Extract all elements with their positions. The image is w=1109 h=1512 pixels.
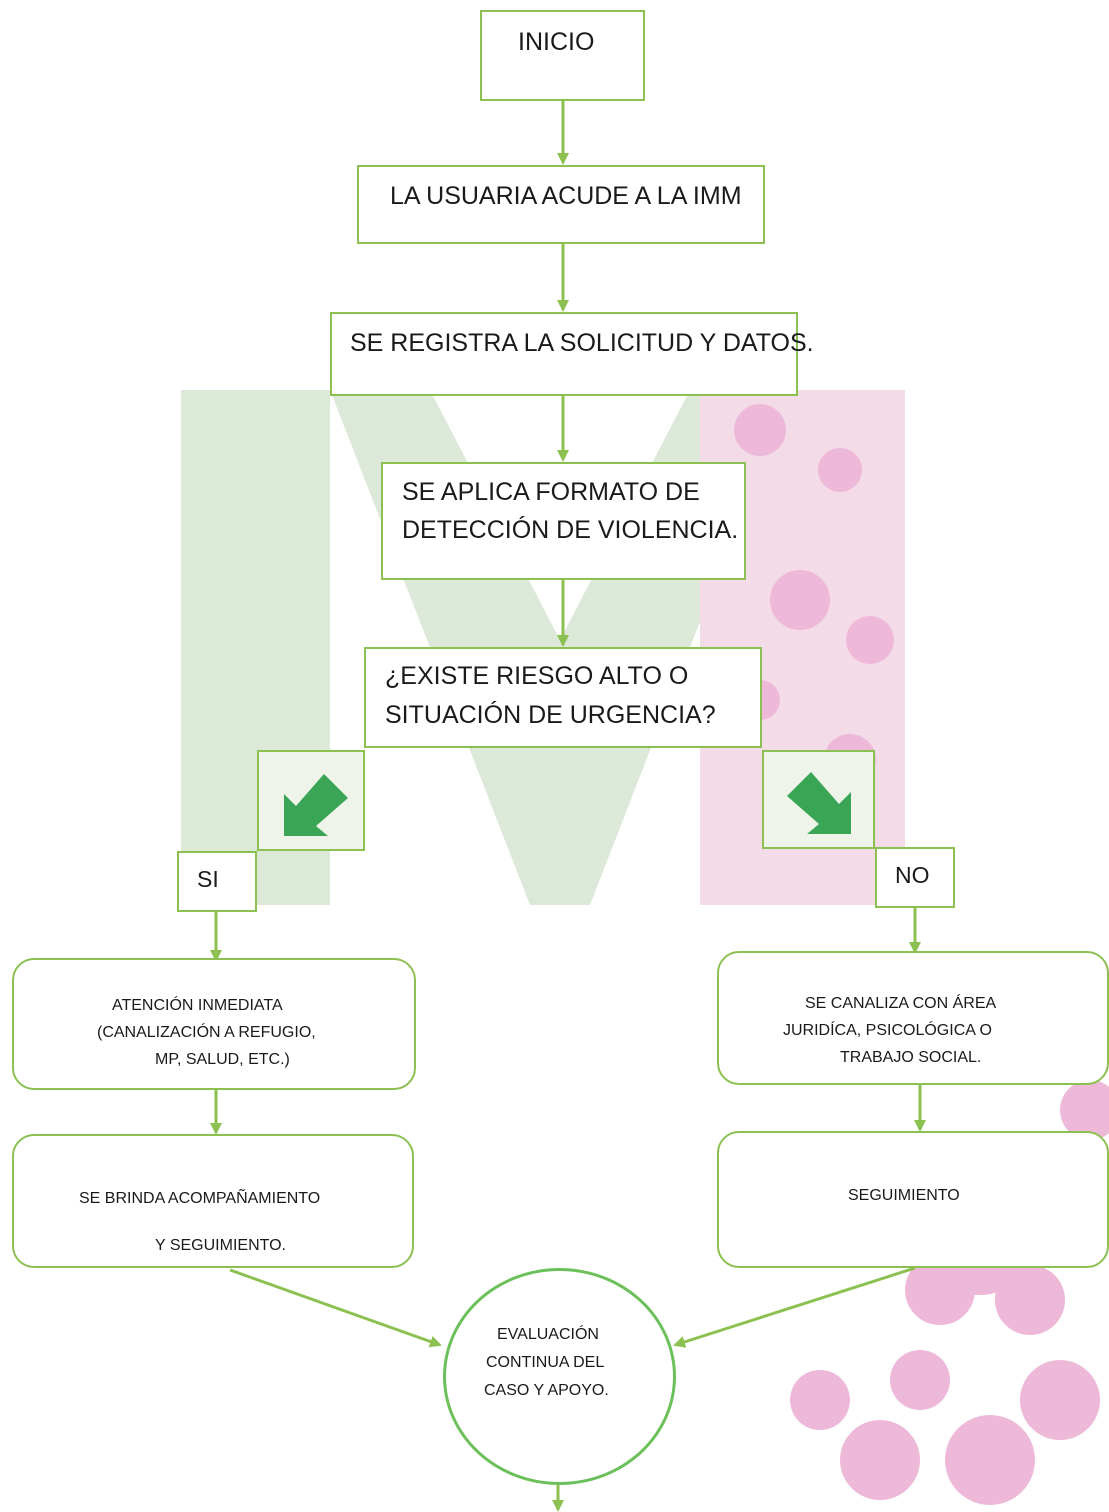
yes-accompaniment-line1: SE BRINDA ACOMPAÑAMIENTO: [79, 1190, 321, 1207]
end-line2: CONTINUA DEL: [486, 1354, 605, 1371]
arrow-down-right-icon: [787, 772, 851, 834]
no-follow-up-box: [717, 1131, 1109, 1268]
continuous-evaluation-circle: [443, 1268, 676, 1485]
yes-box: [177, 851, 257, 912]
yes-immediate-line3: MP, SALUD, ETC.): [155, 1051, 290, 1068]
no-channel-area-box: [717, 951, 1109, 1085]
start-box: [480, 10, 645, 101]
step-register-box: [330, 312, 798, 396]
decision-line1: ¿EXISTE RIESGO ALTO O: [385, 662, 689, 690]
step-detection-format-line2: DETECCIÓN DE VIOLENCIA.: [402, 516, 739, 544]
yes-accompaniment-line2: Y SEGUIMIENTO.: [155, 1237, 286, 1254]
decision-line2: SITUACIÓN DE URGENCIA?: [385, 701, 716, 729]
yes-accompaniment-box: [12, 1134, 414, 1268]
decision-box: [364, 647, 762, 748]
no-label: NO: [895, 862, 930, 888]
start-label: INICIO: [518, 28, 595, 56]
step-user-arrives-box: [357, 165, 765, 244]
arrow-down-left-icon: [284, 774, 348, 836]
no-channel-line1: SE CANALIZA CON ÁREA: [805, 995, 997, 1012]
step-detection-format-box: [381, 462, 746, 580]
connector-yes-end: [229, 1268, 442, 1348]
step-detection-format-line1: SE APLICA FORMATO DE: [402, 478, 700, 506]
yes-immediate-attention-box: [12, 958, 416, 1090]
no-follow-up-label: SEGUIMIENTO: [848, 1187, 960, 1204]
no-channel-line2: JURIDÍCA, PSICOLÓGICA O: [783, 1022, 992, 1039]
step-user-arrives-label: LA USUARIA ACUDE A LA IMM: [390, 182, 742, 210]
connector-no-end: [673, 1266, 916, 1348]
yes-immediate-line2: (CANALIZACIÓN A REFUGIO,: [97, 1024, 316, 1041]
step-register-label: SE REGISTRA LA SOLICITUD Y DATOS.: [350, 329, 814, 357]
no-channel-line3: TRABAJO SOCIAL.: [840, 1049, 982, 1066]
end-line3: CASO Y APOYO.: [484, 1382, 609, 1399]
end-line1: EVALUACIÓN: [497, 1326, 599, 1343]
no-box: [875, 847, 955, 908]
yes-immediate-line1: ATENCIÓN INMEDIATA: [112, 997, 283, 1014]
yes-label: SI: [197, 866, 219, 892]
